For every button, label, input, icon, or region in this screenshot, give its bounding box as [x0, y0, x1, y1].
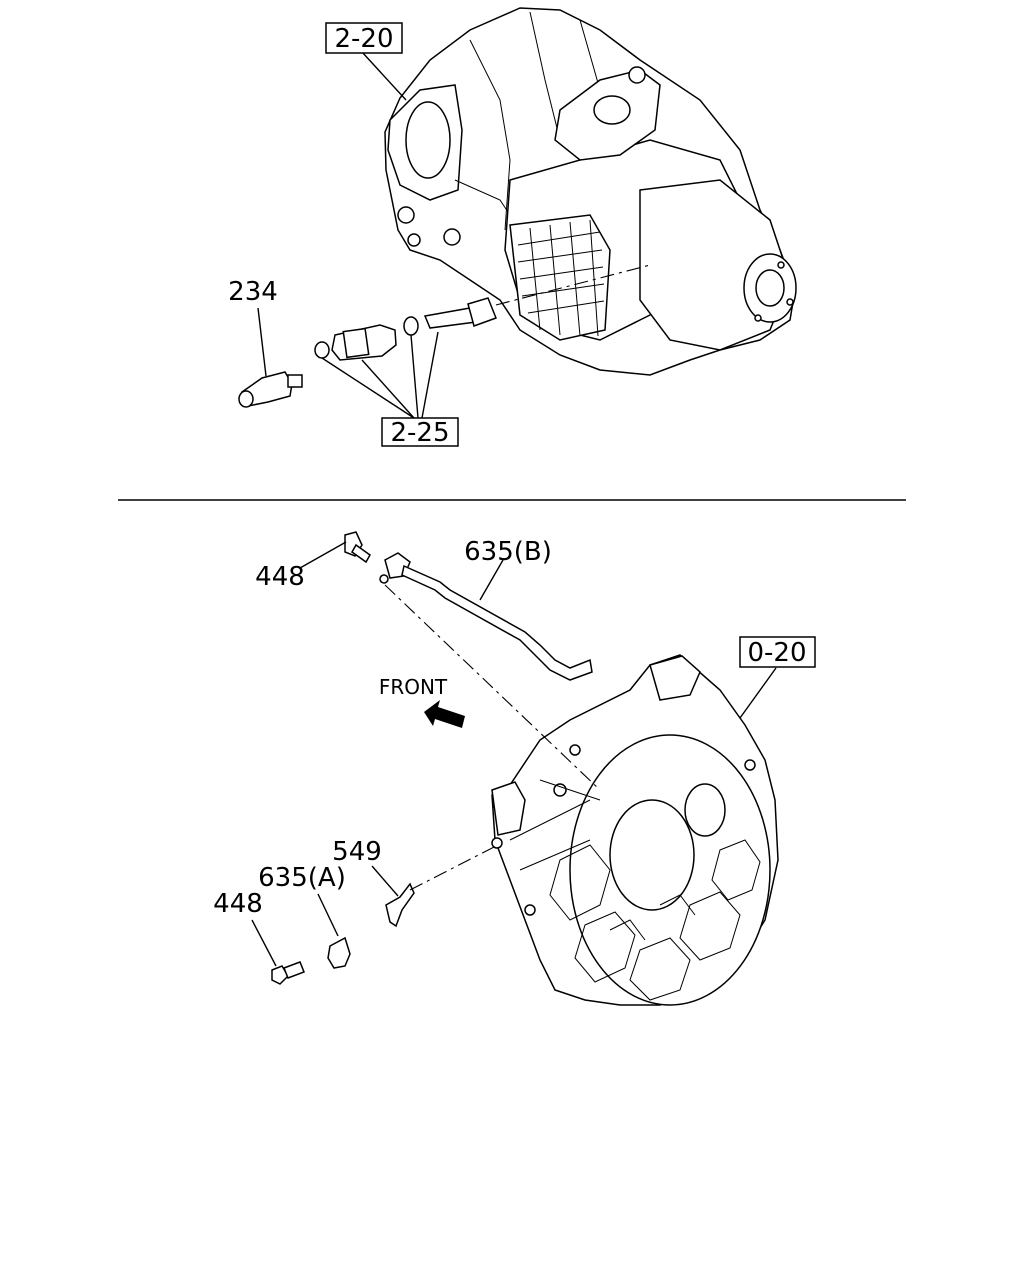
- label-234: 234: [228, 277, 278, 307]
- ref-box-2-25-text: 2-25: [390, 418, 449, 448]
- label-635a: 635(A): [258, 863, 346, 893]
- label-635b: 635(B): [464, 537, 552, 567]
- sensor-635a-group: [251, 844, 499, 985]
- transmission-assembly: [361, 7, 797, 376]
- flywheel-housing: [491, 654, 779, 1006]
- speed-sensor-group: [314, 264, 651, 419]
- connector-234: [238, 307, 303, 408]
- label-549: 549: [332, 837, 382, 867]
- housing-lattice: [549, 839, 761, 1001]
- label-448-upper: 448: [255, 562, 305, 592]
- ref-box-0-20-text: 0-20: [747, 638, 806, 668]
- ref-box-2-20-text: 2-20: [334, 24, 393, 54]
- ref-box-2-25: [381, 417, 459, 447]
- ref-box-0-20: [739, 636, 816, 668]
- front-arrow-icon: [424, 700, 465, 728]
- harness-635b: [299, 531, 601, 791]
- ref-box-2-20: [325, 22, 403, 54]
- label-448-lower: 448: [213, 889, 263, 919]
- front-label: FRONT: [379, 675, 448, 699]
